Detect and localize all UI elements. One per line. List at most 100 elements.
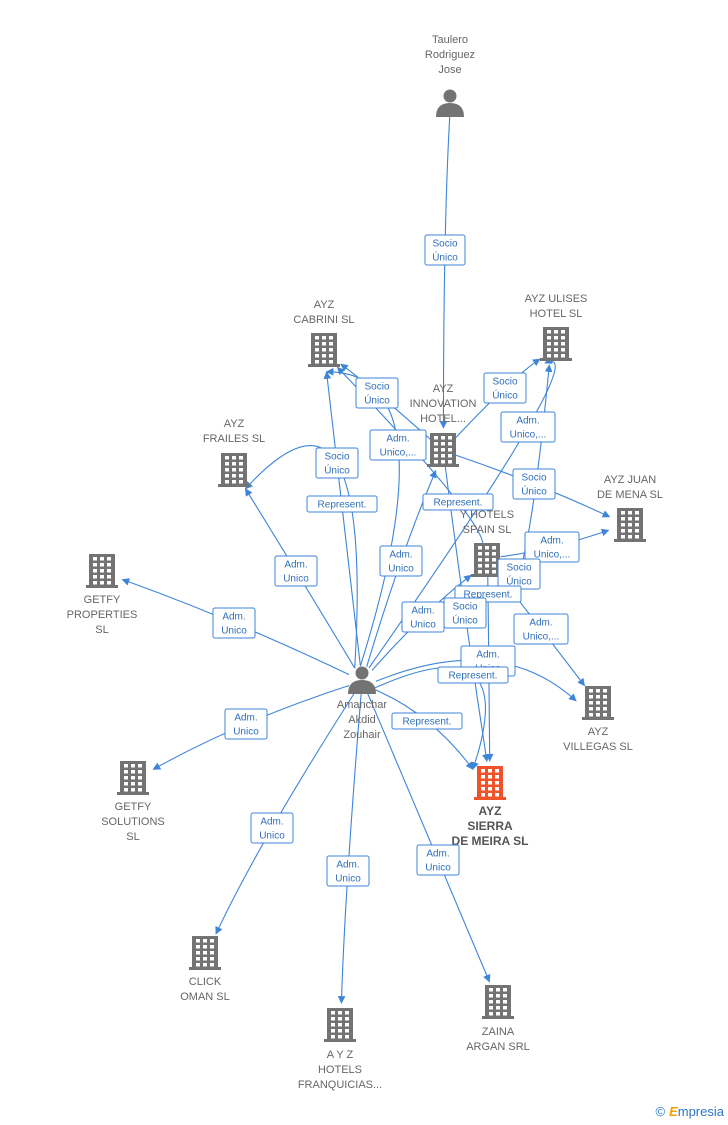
edge-label[interactable]: Adm.Unico [379, 545, 423, 577]
edge-label[interactable]: Adm.Unico,... [513, 613, 569, 645]
building-window [603, 707, 607, 711]
edge-label[interactable]: Adm.Unico [212, 607, 256, 639]
building-window [100, 557, 104, 561]
edge-label-box [212, 607, 256, 639]
building-window [503, 988, 507, 992]
building-window [345, 1011, 349, 1015]
building-window [561, 336, 565, 340]
building-window [496, 1006, 500, 1010]
edge-label[interactable]: Adm.Unico [224, 708, 268, 740]
building-window [315, 354, 319, 358]
company-node-franquicias[interactable]: A Y ZHOTELSFRANQUICIAS... [298, 1008, 382, 1091]
edge-label-text: Unico,... [534, 550, 571, 561]
edge-label[interactable]: Adm.Unico,... [369, 429, 427, 461]
edge-label[interactable]: Represent. [437, 666, 509, 684]
edge-label[interactable]: Adm.Unico [416, 844, 460, 876]
building-window [496, 994, 500, 998]
nodes-layer: TauleroRodriguezJoseAmancharAkdidZouhair… [67, 34, 663, 1091]
building-window [434, 460, 438, 464]
building-window [448, 442, 452, 446]
edge-label-box [250, 812, 294, 844]
building-window [210, 945, 214, 949]
building-base [86, 585, 118, 588]
node-label: ARGAN SRL [466, 1041, 530, 1053]
node-label: AYZ JUAN [604, 474, 656, 486]
building-window [225, 468, 229, 472]
edge-label-text: Único [492, 389, 518, 402]
building-window [138, 764, 142, 768]
building-window [488, 781, 492, 785]
building-window [232, 468, 236, 472]
building-window [203, 963, 207, 967]
building-window [596, 689, 600, 693]
building-base [482, 1016, 514, 1019]
building-window [210, 939, 214, 943]
edge-label-text: Unico,... [510, 430, 547, 441]
building-window [488, 787, 492, 791]
edge-label-text: Adm. [260, 817, 283, 828]
node-label: CLICK [189, 976, 222, 988]
edge-label[interactable]: Represent. [422, 493, 494, 511]
building-base [427, 464, 459, 467]
edge-label[interactable]: Adm.Unico [326, 855, 370, 887]
building-window [448, 454, 452, 458]
building-window [322, 348, 326, 352]
building-window [315, 360, 319, 364]
building-window [547, 336, 551, 340]
empresia-logo[interactable]: ©Empresia [655, 1104, 724, 1119]
building-window [338, 1017, 342, 1021]
building-window [478, 570, 482, 574]
company-node-innovation[interactable]: AYZINNOVATIONHOTEL... [410, 383, 477, 467]
node-label: CABRINI SL [293, 314, 354, 326]
edge-label-text: Único [324, 464, 350, 477]
building-base [117, 792, 149, 795]
edge-label[interactable]: Adm.Unico [401, 601, 445, 633]
edge-label-text: Represent. [318, 500, 367, 511]
building-window [345, 1023, 349, 1027]
building-window [239, 462, 243, 466]
building-window [481, 769, 485, 773]
building-window [225, 462, 229, 466]
building-window [589, 689, 593, 693]
building-window [225, 480, 229, 484]
building-window [589, 713, 593, 717]
building-window [492, 564, 496, 568]
edge-label-text: Unico [259, 831, 285, 842]
edge-label[interactable]: Adm. Unico [250, 812, 294, 844]
building-window [138, 782, 142, 786]
building-window [196, 957, 200, 961]
edge-label[interactable]: Adm.Unico,... [524, 531, 580, 563]
edge-label-text: Represent. [464, 590, 513, 601]
building-window [496, 1000, 500, 1004]
edge-label-text: Adm. [476, 650, 499, 661]
building-window [434, 454, 438, 458]
edge-label[interactable]: Adm.Unico [274, 555, 318, 587]
building-window [492, 570, 496, 574]
building-window [441, 442, 445, 446]
edge-label[interactable]: Represent. [306, 495, 378, 513]
edge-label[interactable]: Represent. [391, 712, 463, 730]
building-window [485, 564, 489, 568]
edge-label[interactable]: Adm.Unico,... [500, 411, 556, 443]
building-window [239, 480, 243, 484]
